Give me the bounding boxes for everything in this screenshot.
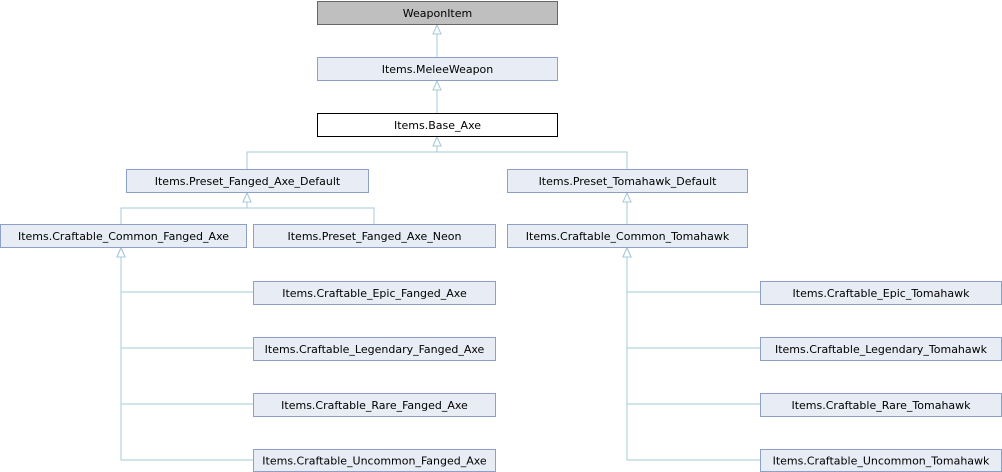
class-label: Items.Craftable_Rare_Tomahawk: [791, 399, 971, 412]
class-node-preset-fanged-axe-neon[interactable]: Items.Preset_Fanged_Axe_Neon: [253, 224, 496, 248]
class-node-craftable-rare-fanged-axe[interactable]: Items.Craftable_Rare_Fanged_Axe: [253, 393, 496, 417]
class-box: [507, 224, 748, 248]
edge-base_axe-to-meleeweapon: [432, 79, 442, 113]
edge-line: [626, 256, 760, 349]
class-box: [253, 224, 496, 248]
edge-craftable_epic_fanged_axe-to-craftable_common_fanged_axe: [116, 246, 253, 293]
class-node-craftable-rare-tomahawk[interactable]: Items.Craftable_Rare_Tomahawk: [760, 393, 1002, 417]
edge-line: [246, 145, 438, 169]
edge-craftable_rare_fanged_axe-to-craftable_common_fanged_axe: [116, 246, 253, 405]
edge-craftable_common_tomahawk-to-preset_tomahawk_default: [622, 191, 632, 224]
edge-line: [120, 256, 253, 461]
class-label: WeaponItem: [403, 7, 472, 20]
inheritance-arrowhead: [622, 246, 632, 258]
edge-craftable_epic_tomahawk-to-craftable_common_tomahawk: [622, 246, 760, 293]
class-box: [317, 1, 558, 25]
edge-line: [436, 145, 628, 169]
class-label: Items.Craftable_Rare_Fanged_Axe: [281, 399, 468, 412]
class-node-craftable-common-fanged-axe[interactable]: Items.Craftable_Common_Fanged_Axe: [0, 224, 247, 248]
edge-preset_fanged_axe_neon-to-preset_fanged_axe_default: [242, 191, 375, 224]
edge-line: [120, 256, 253, 405]
class-box: [253, 393, 496, 417]
edge-preset_tomahawk_default-to-base_axe: [432, 135, 628, 169]
class-box: [253, 337, 496, 361]
class-label: Items.Preset_Tomahawk_Default: [539, 175, 718, 188]
class-node-craftable-epic-tomahawk[interactable]: Items.Craftable_Epic_Tomahawk: [760, 281, 1002, 305]
class-label: Items.Craftable_Epic_Tomahawk: [793, 287, 971, 300]
class-node-craftable-common-tomahawk[interactable]: Items.Craftable_Common_Tomahawk: [507, 224, 748, 248]
class-label: Items.Preset_Fanged_Axe_Default: [155, 175, 341, 188]
edge-line: [120, 256, 253, 293]
edge-line: [246, 201, 375, 224]
class-box: [507, 169, 748, 193]
class-node-preset-tomahawk-default[interactable]: Items.Preset_Tomahawk_Default: [507, 169, 748, 193]
inheritance-arrowhead: [622, 191, 632, 203]
edge-meleeweapon-to-weaponitem: [432, 23, 442, 57]
class-label: Items.Craftable_Epic_Fanged_Axe: [282, 287, 467, 300]
class-node-craftable-legendary-tomahawk[interactable]: Items.Craftable_Legendary_Tomahawk: [760, 337, 1002, 361]
inheritance-arrowhead: [432, 135, 442, 147]
edge-craftable_legendary_fanged_axe-to-craftable_common_fanged_axe: [116, 246, 253, 349]
class-node-base-axe: Items.Base_Axe: [317, 113, 558, 137]
class-label: Items.Craftable_Uncommon_Tomahawk: [773, 455, 990, 468]
class-box: [317, 113, 558, 137]
class-node-craftable-uncommon-tomahawk[interactable]: Items.Craftable_Uncommon_Tomahawk: [760, 449, 1002, 472]
class-label: Items.Preset_Fanged_Axe_Neon: [288, 230, 462, 243]
class-node-craftable-epic-fanged-axe[interactable]: Items.Craftable_Epic_Fanged_Axe: [253, 281, 496, 305]
class-label: Items.Craftable_Common_Tomahawk: [526, 230, 730, 243]
class-label: Items.Craftable_Legendary_Tomahawk: [775, 343, 988, 356]
class-label: Items.Craftable_Common_Fanged_Axe: [18, 230, 229, 243]
class-label: Items.MeleeWeapon: [382, 63, 494, 76]
inheritance-arrowhead: [432, 79, 442, 91]
class-box: [253, 281, 496, 305]
edge-preset_fanged_axe_default-to-base_axe: [246, 135, 442, 169]
class-label: Items.Craftable_Legendary_Fanged_Axe: [265, 343, 485, 356]
class-node-craftable-uncommon-fanged-axe[interactable]: Items.Craftable_Uncommon_Fanged_Axe: [253, 449, 496, 472]
edge-line: [120, 256, 253, 349]
inheritance-arrowhead: [432, 23, 442, 35]
edge-line: [120, 201, 248, 224]
edge-line: [626, 256, 760, 405]
edge-craftable_uncommon_tomahawk-to-craftable_common_tomahawk: [622, 246, 760, 461]
class-box: [126, 169, 369, 193]
inheritance-arrowhead: [116, 246, 126, 258]
edge-craftable_rare_tomahawk-to-craftable_common_tomahawk: [622, 246, 760, 405]
class-box: [317, 57, 558, 81]
class-node-craftable-legendary-fanged-axe[interactable]: Items.Craftable_Legendary_Fanged_Axe: [253, 337, 496, 361]
class-box: [0, 224, 247, 248]
edge-craftable_uncommon_fanged_axe-to-craftable_common_fanged_axe: [116, 246, 253, 461]
inheritance-arrowhead: [242, 191, 252, 203]
class-node-meleeweapon[interactable]: Items.MeleeWeapon: [317, 57, 558, 81]
edges-layer: [116, 23, 760, 461]
edge-line: [626, 256, 760, 461]
edge-line: [626, 256, 760, 293]
edge-craftable_common_fanged_axe-to-preset_fanged_axe_default: [120, 191, 252, 224]
class-label: Items.Craftable_Uncommon_Fanged_Axe: [262, 455, 487, 468]
edge-craftable_legendary_tomahawk-to-craftable_common_tomahawk: [622, 246, 760, 349]
class-node-preset-fanged-axe-default[interactable]: Items.Preset_Fanged_Axe_Default: [126, 169, 369, 193]
class-label: Items.Base_Axe: [394, 119, 481, 132]
class-node-weaponitem[interactable]: WeaponItem: [317, 1, 558, 25]
